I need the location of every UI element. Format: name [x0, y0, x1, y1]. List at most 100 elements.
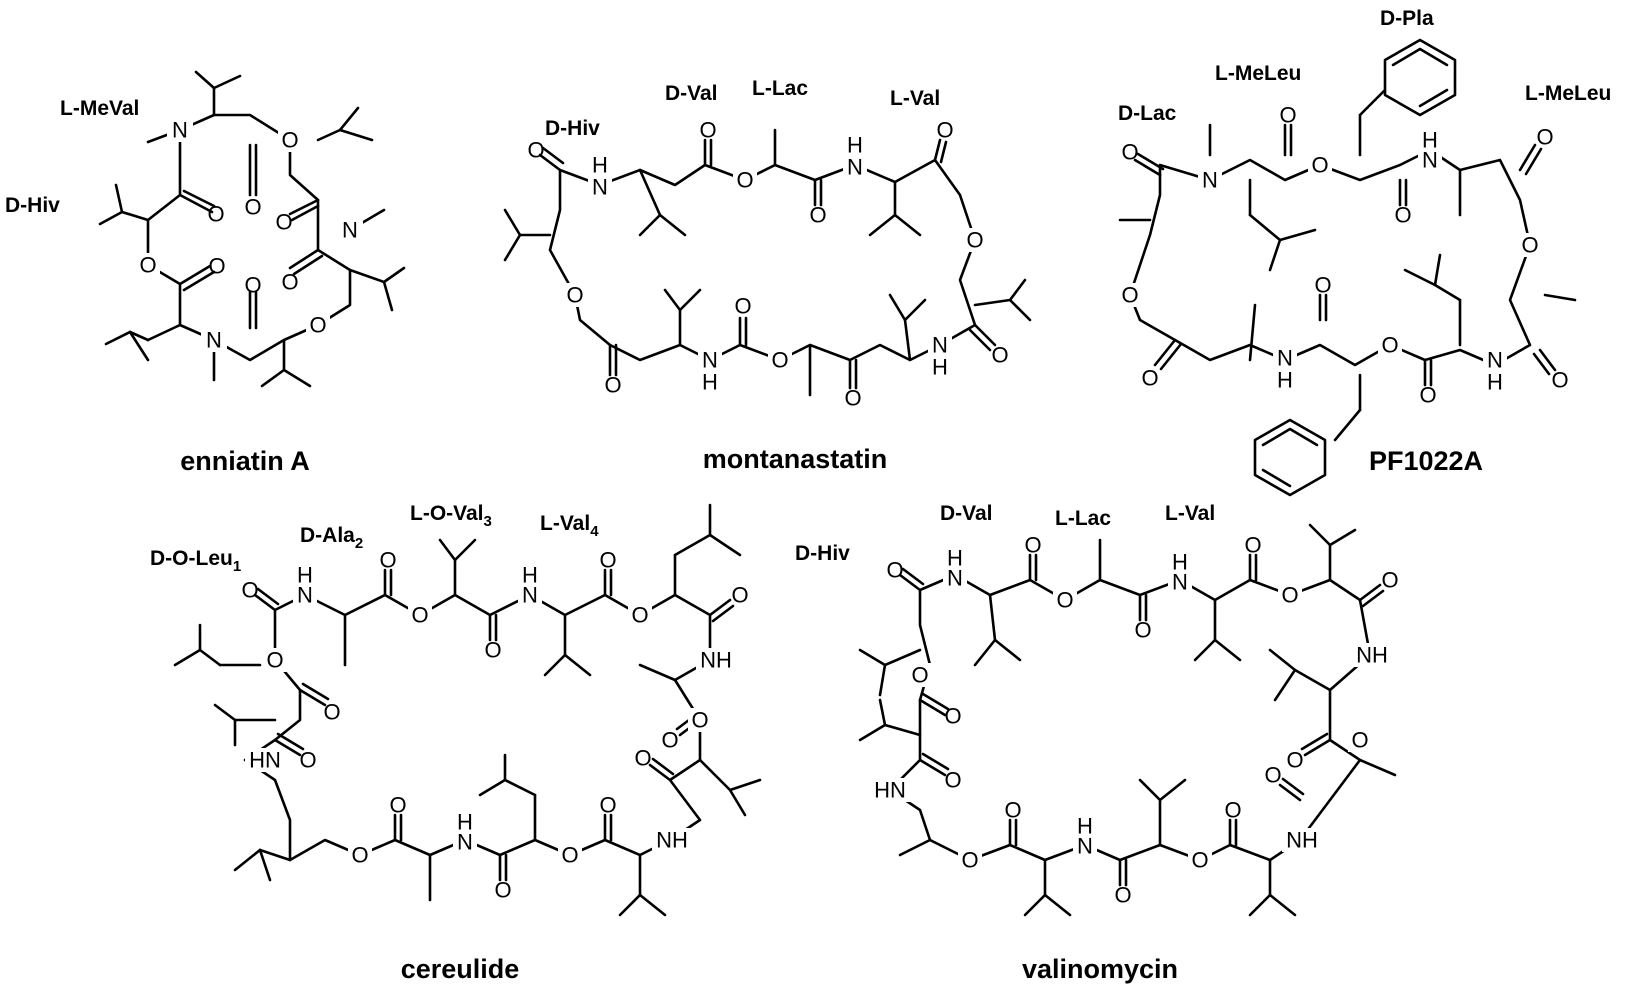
atom-label: O: [1381, 333, 1398, 358]
atom-label: NH: [700, 648, 732, 673]
compound-name: enniatin A: [180, 446, 310, 476]
atom-label: N: [1202, 168, 1218, 193]
atom-label: O: [1264, 763, 1281, 788]
residue-label: L-MeLeu: [1525, 82, 1611, 105]
residue-label: L-MeVal: [60, 97, 139, 120]
atom-label: N: [702, 348, 718, 373]
atom-label: N: [1487, 348, 1503, 373]
atom-label: O: [771, 348, 788, 373]
atom-label: N: [297, 583, 313, 608]
atom-label: N: [1172, 570, 1188, 595]
compound-name: cereulide: [401, 954, 520, 984]
atom-label: O: [379, 548, 396, 573]
atom-label: O: [1311, 153, 1328, 178]
residue-label: L-O-Val3: [410, 502, 492, 530]
atom-label: H: [297, 563, 313, 588]
atom-label: O: [599, 548, 616, 573]
residue-label: D-Val: [940, 502, 993, 525]
atom-label: O: [936, 118, 953, 143]
atom-label: O: [281, 270, 298, 295]
residue-label: L-Val4: [540, 512, 599, 540]
atom-label: O: [266, 648, 283, 673]
atom-label: O: [389, 793, 406, 818]
atom-label: N: [172, 118, 188, 143]
atom-label: O: [139, 253, 156, 278]
atom-label: O: [691, 708, 708, 733]
atom-label: O: [1024, 533, 1041, 558]
cereulide-structure: O O O O O O O O O O O O H N O H N O NH O: [150, 502, 762, 984]
atom-label: H: [1172, 550, 1188, 575]
atom-label: O: [731, 583, 748, 608]
atom-label: N: [1077, 834, 1093, 859]
atom-label: O: [1419, 383, 1436, 408]
atom-label: O: [244, 195, 261, 220]
atom-label: H: [847, 133, 863, 158]
atom-label: O: [281, 128, 298, 153]
atom-label: H: [592, 153, 608, 178]
atom-label: N: [932, 333, 948, 358]
residue-label: D-Hiv: [5, 194, 60, 217]
atom-label: O: [1004, 798, 1021, 823]
atom-label: O: [494, 878, 511, 903]
residue-label: L-Val: [890, 87, 940, 110]
atom-label: H: [947, 546, 963, 571]
atom-label: O: [734, 294, 751, 319]
atom-label: O: [566, 283, 583, 308]
atom-label: O: [411, 603, 428, 628]
atom-label: O: [844, 386, 861, 411]
residue-label: L-MeLeu: [1215, 62, 1301, 85]
atom-label: N: [1277, 346, 1293, 371]
atom-label: N: [847, 155, 863, 180]
atom-label: O: [1056, 588, 1073, 613]
atom-label: O: [275, 210, 292, 235]
atom-label: O: [809, 203, 826, 228]
atom-label: O: [661, 728, 678, 753]
atom-label: O: [1191, 848, 1208, 873]
atom-label: O: [631, 603, 648, 628]
enniatin-a-structure: N N N O O O O O O O O O L-MeVal D-Hiv en…: [5, 70, 406, 476]
atom-label: H: [1077, 814, 1093, 839]
atom-label: H: [522, 563, 538, 588]
atom-label: H: [1487, 370, 1503, 395]
atom-label: O: [1121, 140, 1138, 165]
atom-label: O: [1281, 583, 1298, 608]
atom-label: O: [351, 843, 368, 868]
atom-label: O: [1121, 283, 1138, 308]
residue-label: D-O-Leu1: [150, 547, 241, 575]
residue-label: D-Hiv: [545, 117, 600, 140]
atom-label: O: [966, 228, 983, 253]
atom-label: N: [206, 328, 222, 353]
atom-label: H: [457, 810, 473, 835]
atom-label: O: [208, 254, 225, 279]
atom-label: O: [1286, 748, 1303, 773]
atom-label: O: [599, 793, 616, 818]
atom-label: H: [1277, 368, 1293, 393]
atom-label: O: [1224, 798, 1241, 823]
atom-label: HN: [249, 748, 281, 773]
atom-label: NH: [1286, 828, 1318, 853]
atom-label: O: [309, 313, 326, 338]
atom-label: O: [634, 746, 651, 771]
atom-label: O: [1314, 273, 1331, 298]
compound-name: PF1022A: [1369, 446, 1483, 476]
atom-label: O: [699, 118, 716, 143]
atom-label: O: [527, 138, 544, 163]
atom-label: H: [1422, 128, 1438, 153]
atom-label: HN: [874, 778, 906, 803]
residue-label: L-Lac: [752, 77, 808, 100]
residue-label: L-Lac: [1055, 507, 1111, 530]
atom-label: O: [1141, 366, 1158, 391]
atom-label: O: [299, 748, 316, 773]
atom-label: O: [1551, 368, 1568, 393]
atom-label: O: [244, 273, 261, 298]
atom-label: H: [932, 355, 948, 380]
atom-label: NH: [1356, 643, 1388, 668]
atom-label: O: [736, 168, 753, 193]
compound-name: valinomycin: [1022, 954, 1178, 984]
residue-label: D-Pla: [1380, 7, 1434, 30]
atom-label: N: [592, 175, 608, 200]
atom-label: O: [1521, 233, 1538, 258]
atom-label: O: [961, 848, 978, 873]
atom-label: O: [1244, 533, 1261, 558]
residue-label: D-Ala2: [300, 524, 363, 552]
